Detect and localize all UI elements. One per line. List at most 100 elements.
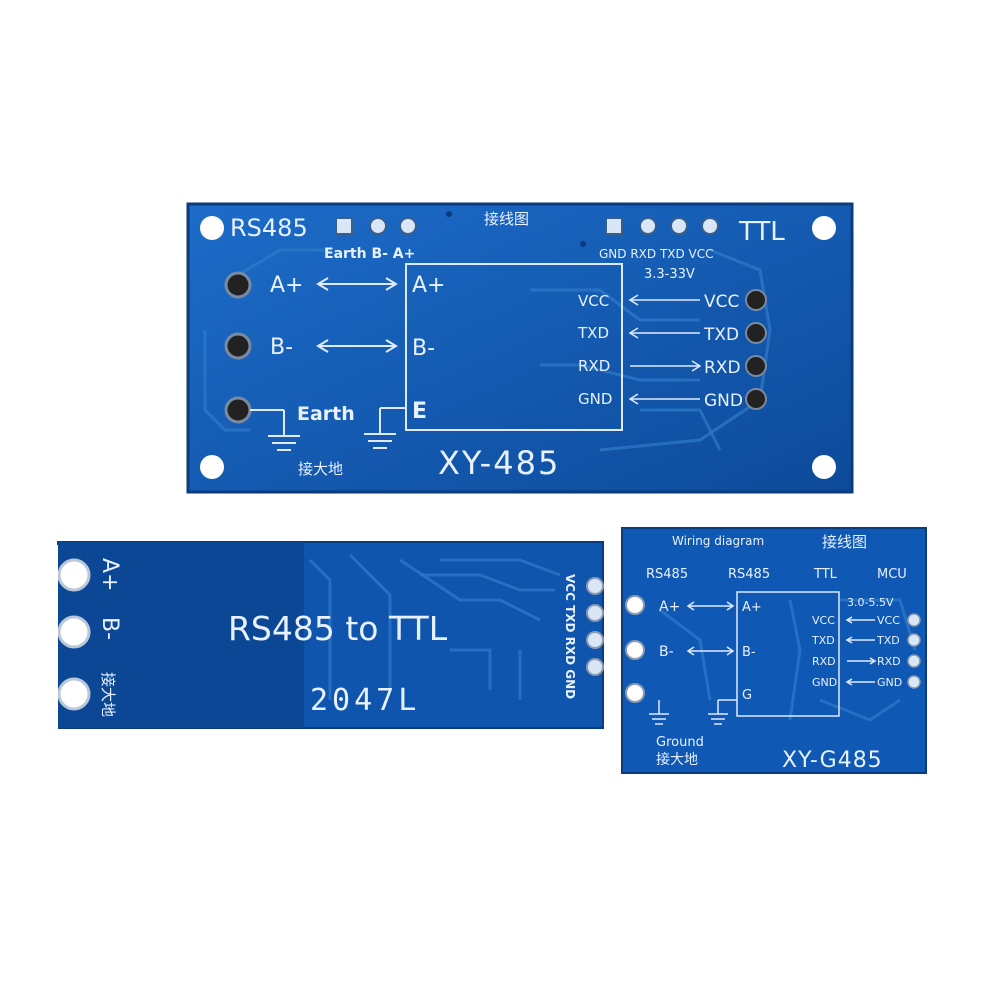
chip-right-txd: TXD xyxy=(577,324,609,342)
voltage-range: 3.3-33V xyxy=(644,267,695,282)
chip-right-rxd: RXD xyxy=(578,357,610,375)
pin-label-a: A+ xyxy=(97,558,122,591)
pcb-top xyxy=(186,202,854,494)
right-label-vcc: VCC xyxy=(704,292,739,312)
terminal-b xyxy=(625,640,645,660)
arrow-rxd xyxy=(847,657,877,665)
ground-cn-label: 接大地 xyxy=(656,751,698,768)
col-ttl: TTL xyxy=(813,567,838,582)
board-xy-g485: Wiring diagram 接线图 RS485 RS485 TTL MCU 3… xyxy=(621,527,927,774)
chip-left-a: A+ xyxy=(742,600,762,615)
terminal-a xyxy=(57,558,91,592)
pin xyxy=(586,604,604,622)
arrow-a xyxy=(686,601,735,611)
board-title: RS485 to TTL xyxy=(228,609,448,648)
wiring-title: 接线图 xyxy=(484,210,529,228)
board-rs485-to-ttl: A+ B- 接大地 RS485 to TTL 2047L VCC TXD RXD… xyxy=(40,541,604,730)
pin xyxy=(369,217,387,235)
mcu-label-vcc: VCC xyxy=(877,614,900,627)
model-name: XY-485 xyxy=(438,444,560,482)
mcu-label-rxd: RXD xyxy=(877,655,901,668)
terminal-e xyxy=(224,396,252,424)
chip-left-b: B- xyxy=(742,645,756,660)
terminal-a xyxy=(625,595,645,615)
mcu-label-txd: TXD xyxy=(876,634,900,647)
ground-icon xyxy=(649,700,669,725)
pin-square xyxy=(605,217,623,235)
col-rs485-a: RS485 xyxy=(646,567,688,582)
chip-right-vcc: VCC xyxy=(578,292,609,310)
arrow-vcc xyxy=(628,294,700,306)
terminal-g xyxy=(57,677,91,711)
arrow-b xyxy=(686,646,735,656)
arrow-gnd xyxy=(628,393,700,405)
chip-left-e: E xyxy=(412,399,427,424)
left-label-b: B- xyxy=(659,644,674,660)
mount-hole xyxy=(200,455,224,479)
right-label-txd: TXD xyxy=(703,325,739,345)
header-right-labels: GND RXD TXD VCC xyxy=(599,247,714,261)
wiring-cn: 接线图 xyxy=(822,533,867,551)
right-label-gnd: GND xyxy=(704,391,743,411)
chip-right-rxd: RXD xyxy=(812,655,836,668)
solder-pin xyxy=(745,388,767,410)
solder-pin xyxy=(745,289,767,311)
chip-right-txd: TXD xyxy=(811,634,835,647)
ground-cn-label: 接大地 xyxy=(298,460,343,478)
arrow-gnd xyxy=(845,678,875,686)
pin xyxy=(670,217,688,235)
pin xyxy=(586,658,604,676)
chip-outline xyxy=(405,263,623,431)
right-label-rxd: RXD xyxy=(704,358,741,378)
pin xyxy=(907,613,921,627)
pin xyxy=(399,217,417,235)
left-label-a: A+ xyxy=(659,599,680,615)
pin xyxy=(586,631,604,649)
col-rs485-b: RS485 xyxy=(728,567,770,582)
ground-en-label: Ground xyxy=(656,735,704,750)
pin xyxy=(586,577,604,595)
arrow-vcc xyxy=(845,616,875,624)
chip-left-g: G xyxy=(742,688,752,703)
arrow-txd xyxy=(845,636,875,644)
solder-pin xyxy=(745,322,767,344)
rs485-title: RS485 xyxy=(230,214,308,242)
voltage-range-g: 3.0-5.5V xyxy=(847,596,894,609)
solder-pin xyxy=(745,355,767,377)
pin xyxy=(907,675,921,689)
right-pin-labels: VCC TXD RXD GND xyxy=(563,574,577,699)
pin xyxy=(907,654,921,668)
terminal-a xyxy=(224,271,252,299)
board-code: 2047L xyxy=(310,683,420,718)
arrow-txd xyxy=(628,327,700,339)
model-name: XY-G485 xyxy=(782,748,883,773)
pin xyxy=(639,217,657,235)
wiring-en: Wiring diagram xyxy=(672,534,764,548)
arrow-a xyxy=(316,277,398,291)
left-label-b: B- xyxy=(270,335,293,360)
ground-icon xyxy=(250,409,300,451)
pcb-left-shade xyxy=(58,542,304,728)
ttl-title: TTL xyxy=(738,217,785,247)
ground-icon xyxy=(364,407,406,449)
terminal-g xyxy=(625,683,645,703)
pin xyxy=(907,633,921,647)
mcu-label-gnd: GND xyxy=(877,676,902,689)
terminal-b xyxy=(224,332,252,360)
left-label-a: A+ xyxy=(270,273,303,298)
pin-label-ground-cn: 接大地 xyxy=(99,672,117,717)
pcb-right xyxy=(621,527,927,774)
chip-outline xyxy=(736,591,840,717)
chip-right-vcc: VCC xyxy=(812,614,835,627)
mount-hole xyxy=(812,216,836,240)
chip-right-gnd: GND xyxy=(578,390,612,408)
board-xy-485: RS485 TTL 接线图 Earth B- A+ GND RXD TXD VC… xyxy=(186,202,854,494)
mount-hole xyxy=(200,216,224,240)
chip-right-gnd: GND xyxy=(812,676,837,689)
chip-left-a: A+ xyxy=(412,273,445,298)
arrow-b xyxy=(316,339,398,353)
mount-hole xyxy=(812,455,836,479)
arrow-rxd xyxy=(630,360,702,372)
pin xyxy=(701,217,719,235)
